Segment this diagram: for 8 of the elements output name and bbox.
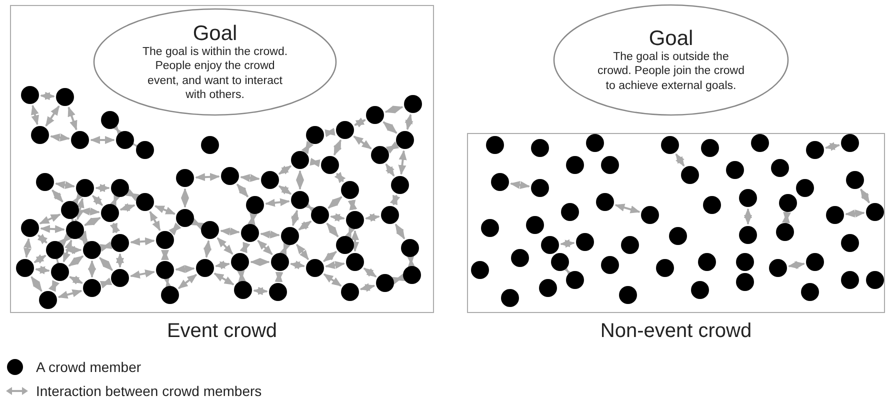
goal-description: The goal is outside the crowd. People join the crowd to achieve external goals. [596,50,746,94]
goal-heading: Goal [192,22,238,45]
goal-heading: Goal [648,26,694,50]
panel-caption: Event crowd [166,320,278,343]
legend-label: A crowd member [36,359,142,375]
legend-label: Interaction between crowd members [36,383,262,399]
panel-caption: Non-event crowd [599,320,753,343]
goal-description: The goal is within the crowd. People enjoy the crowd event, and want to interact with others. [141,44,289,102]
